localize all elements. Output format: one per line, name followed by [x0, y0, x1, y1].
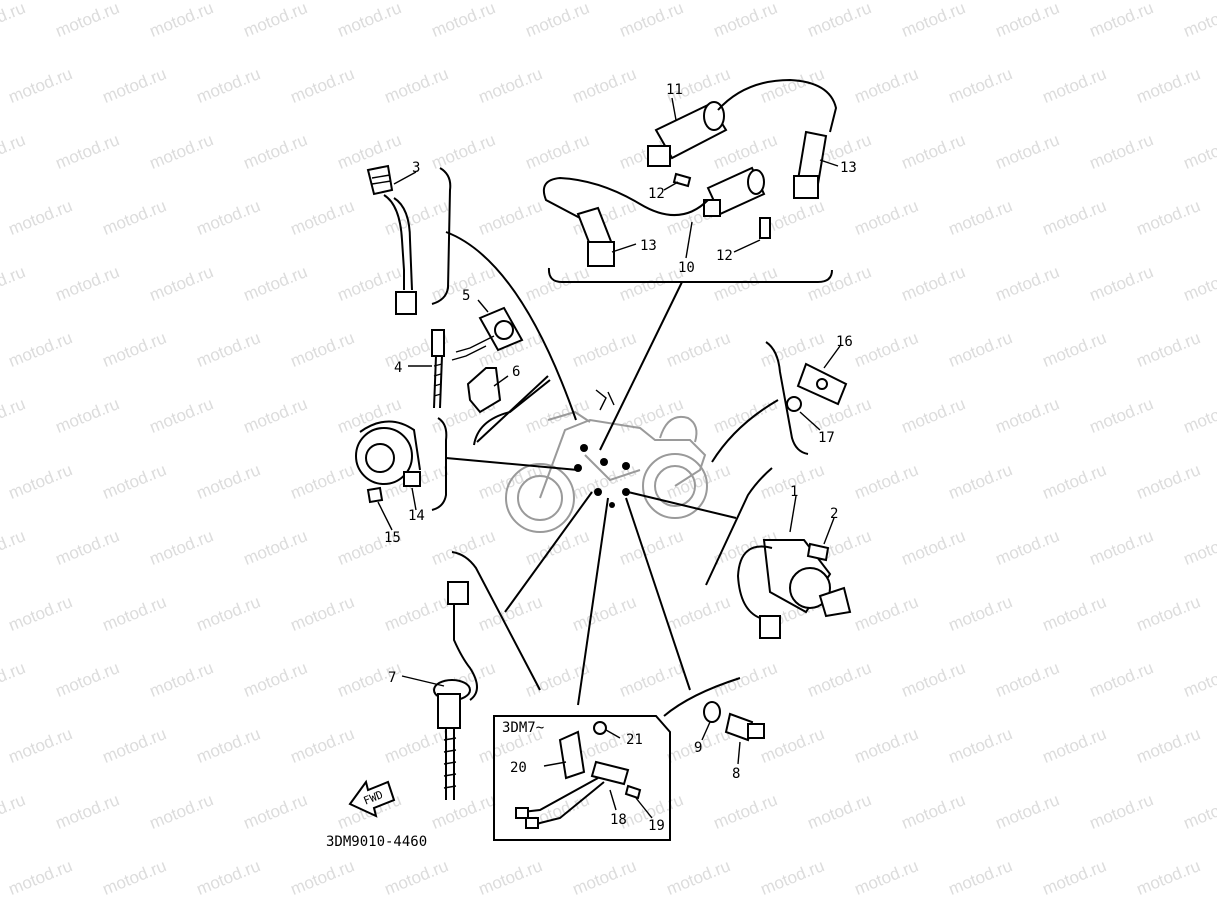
part-1-main-switch [736, 539, 852, 639]
callout-labels: 11 13 12 13 10 12 3 5 4 6 16 17 1 2 14 1… [326, 82, 857, 850]
model-inset-box [493, 715, 671, 841]
callout-20: 20 [510, 760, 527, 776]
callout-11: 11 [666, 82, 683, 98]
part-12-screws [672, 172, 771, 239]
callout-13-right: 13 [840, 160, 857, 176]
callout-7: 7 [388, 670, 396, 686]
callout-10: 10 [678, 260, 695, 276]
part-6-plate [466, 367, 502, 414]
part-13-plug-cap-left [576, 206, 615, 267]
callout-leaders [377, 97, 841, 819]
callout-8: 8 [732, 766, 740, 782]
callout-3: 3 [412, 160, 420, 176]
part-8-sender [724, 712, 765, 742]
callout-21: 21 [626, 732, 643, 748]
callout-19: 19 [648, 818, 665, 834]
callout-5: 5 [462, 288, 470, 304]
callout-15: 15 [384, 530, 401, 546]
part-7-neutral-switch [433, 581, 478, 800]
part-15-bolt [366, 486, 384, 504]
part-3-sensor-lead [366, 164, 417, 315]
callout-12-lower: 12 [716, 248, 733, 264]
part-13-plug-cap-right [793, 130, 828, 199]
group-brackets [431, 167, 833, 717]
part-2-bolt [806, 542, 830, 562]
callout-14: 14 [408, 508, 425, 524]
callout-12-upper: 12 [648, 186, 665, 202]
part-9-washer [703, 701, 721, 723]
callout-4: 4 [394, 360, 402, 376]
part-16-plate [796, 362, 848, 406]
part-14-horn [355, 420, 421, 487]
leader-lines [445, 231, 779, 706]
callout-16: 16 [836, 334, 853, 350]
part-10-coil-lower [542, 166, 766, 219]
callout-2: 2 [830, 506, 838, 522]
part-5-bracket [451, 306, 524, 361]
part-4-cable-tie [431, 329, 445, 409]
part-11-ignition-coil [647, 78, 838, 167]
motorcycle-silhouette [505, 389, 708, 533]
callout-18: 18 [610, 812, 627, 828]
diagram-code: 3DM9010-4460 [326, 834, 427, 850]
fwd-arrow-icon [348, 779, 396, 818]
callout-1: 1 [790, 484, 798, 500]
callout-6: 6 [512, 364, 520, 380]
callout-17: 17 [818, 430, 835, 446]
callout-9: 9 [694, 740, 702, 756]
part-17-nut [786, 396, 802, 412]
callout-13-left: 13 [640, 238, 657, 254]
model-inset-label: 3DM7~ [502, 720, 544, 736]
